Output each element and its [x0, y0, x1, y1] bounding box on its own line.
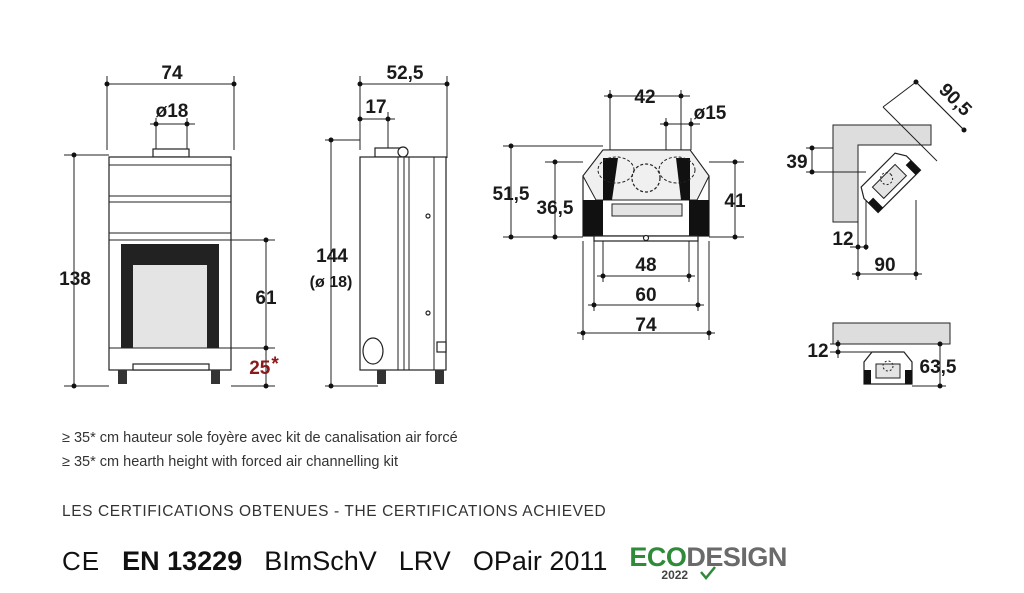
front-view: 74 ø18 138 61 25* — [59, 63, 279, 389]
certifications-row: CE EN 13229 BImSchV LRV OPair 2011 ECODE… — [62, 542, 787, 582]
corner-diagonal-label: 90,5 — [934, 80, 975, 121]
top-depth-right-label: 41 — [724, 191, 746, 212]
corner-wall-length-label: 90 — [874, 255, 895, 276]
wall-view: 12 63,5 — [807, 322, 957, 389]
note-english: ≥ 35* cm hearth height with forced air c… — [62, 454, 398, 470]
top-air-label: ø15 — [694, 103, 727, 124]
side-height-note: (ø 18) — [310, 274, 353, 291]
firebox-glass — [133, 265, 207, 348]
eco-grey-text: DESIGN — [686, 542, 787, 572]
corner-offset-x-label: 12 — [832, 229, 853, 250]
wall-block — [832, 322, 951, 345]
top-flue-offset-label: 42 — [634, 87, 655, 108]
cert-lrv: LRV — [398, 545, 451, 576]
cert-bimschv: BImSchV — [264, 545, 377, 576]
front-hearth-label: 25* — [249, 354, 279, 379]
side-body — [359, 156, 447, 371]
front-flue-label: ø18 — [156, 101, 189, 122]
ce-mark: CE — [62, 545, 101, 576]
top-view: 42 ø15 51,5 36,5 41 — [493, 87, 746, 340]
note-french: ≥ 35* cm hauteur sole foyère avec kit de… — [62, 430, 458, 446]
front-width-label: 74 — [161, 63, 183, 84]
front-opening-label: 61 — [255, 288, 277, 309]
top-width-mid-label: 60 — [635, 285, 656, 306]
corner-offset-y-label: 39 — [786, 152, 807, 173]
corner-wall — [832, 124, 932, 223]
ecodesign-logo: ECODESIGN 2022 — [629, 542, 787, 582]
eco-year: 2022 — [661, 568, 689, 582]
flue-collar — [152, 148, 190, 158]
check-icon — [700, 566, 717, 580]
technical-drawing: 74 ø18 138 61 25* — [59, 63, 976, 389]
certifications-heading: LES CERTIFICATIONS OBTENUES - THE CERTIF… — [62, 503, 607, 520]
cert-opair: OPair 2011 — [472, 545, 608, 576]
top-width-total-label: 74 — [635, 315, 657, 336]
top-width-inner-label: 48 — [635, 255, 656, 276]
side-flue-offset-label: 17 — [365, 97, 386, 118]
wall-depth-label: 63,5 — [920, 357, 957, 378]
side-depth-label: 52,5 — [387, 63, 424, 84]
side-view: 52,5 17 144 (ø 18) — [310, 63, 450, 389]
side-height-label: 144 — [316, 246, 348, 267]
top-depth-total-label: 51,5 — [493, 184, 530, 205]
wall-offset-label: 12 — [807, 341, 828, 362]
corner-view: 90,5 39 12 90 — [786, 79, 976, 280]
eco-green-text: ECO — [629, 542, 687, 572]
cert-en13229: EN 13229 — [122, 545, 243, 576]
front-height-label: 138 — [59, 269, 91, 290]
top-depth-inner-label: 36,5 — [537, 198, 574, 219]
